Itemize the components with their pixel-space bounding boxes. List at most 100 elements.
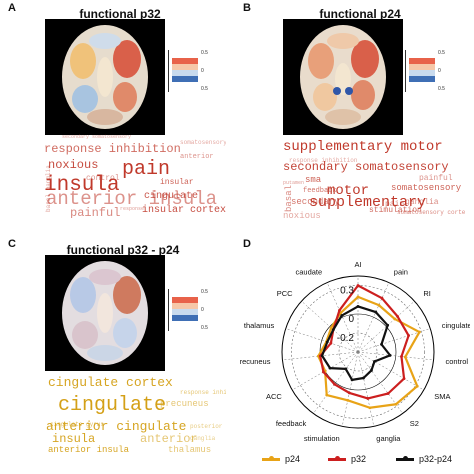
brain-b-svg: [300, 25, 386, 129]
radar-point-p32-p24-3: [380, 342, 383, 346]
cbar-c-bot: 0.5: [201, 325, 208, 331]
radar-point-p24-2: [393, 317, 397, 321]
legend-item-p24: p24: [262, 454, 300, 464]
panel-letter-d: D: [243, 238, 251, 250]
radar-point-p32-p24-1: [374, 310, 378, 314]
word-b-10: pain: [385, 200, 404, 209]
word-b-15: response inhibition: [289, 157, 358, 164]
radar-axis-label-12: thalamus: [244, 321, 275, 330]
word-c-4: cingulate gyrus: [50, 421, 104, 428]
colorbar-b: 0.5 0 0.5: [405, 44, 449, 109]
radar-point-p32-1: [380, 296, 384, 300]
radar-point-p32-9: [333, 382, 336, 386]
radar-series-p32-p24: [320, 305, 392, 381]
radar-point-p32-p24-6: [370, 369, 373, 372]
radar-axis-label-8: stimulation: [304, 434, 340, 443]
legend-item-p32: p32: [328, 454, 366, 464]
radar-axis-label-14: caudate: [296, 268, 323, 277]
brain-c-occipital: [87, 345, 123, 361]
word-a-10: painful: [70, 206, 120, 218]
word-b-4: motor: [327, 183, 369, 199]
word-a-7: cingulate: [144, 190, 198, 202]
radar-spoke-3: [357, 328, 431, 353]
brain-b-region-2: [351, 40, 379, 78]
radar-point-p32-0: [356, 284, 360, 287]
word-c-11: ganglia: [190, 435, 216, 442]
cbar-b-mid: 0: [438, 68, 441, 74]
brain-c-midline: [97, 293, 113, 333]
word-b-2: painful: [419, 174, 453, 183]
radar-point-p32-14: [338, 308, 341, 312]
word-c-0: cingulate cortex: [48, 375, 173, 390]
radar-axis-label-7: ganglia: [376, 434, 401, 443]
brain-c-region-4: [113, 318, 137, 348]
word-c-9: thalamus: [168, 445, 211, 455]
radar-spoke-5: [357, 351, 424, 391]
radar-point-p32-p24-2: [386, 323, 390, 327]
radar-point-p24-3: [418, 330, 421, 334]
word-a-6: control: [86, 174, 120, 183]
brain-a-frontal: [89, 33, 121, 49]
radar-axis-label-2: RI: [423, 289, 431, 298]
radar-point-p32-10: [322, 370, 325, 374]
word-a-4: insular: [160, 178, 194, 187]
word-a-11: insular cortex: [142, 204, 226, 216]
radar-point-p32-p24-14: [340, 314, 344, 317]
brain-a-region-3: [72, 85, 98, 113]
radar-point-p32-5: [402, 377, 406, 380]
radar-spoke-6: [357, 351, 403, 414]
panel-title-b: functional p24: [319, 7, 401, 21]
radar-point-p32-6: [386, 392, 390, 395]
word-c-1: response inhibition: [180, 389, 226, 396]
word-c-3: cingulate: [58, 394, 166, 417]
word-b-9: secondary: [291, 197, 340, 207]
word-a-12: somatosensory: [180, 139, 226, 146]
brain-b-region-4: [351, 80, 375, 110]
panel-letter-b: B: [243, 2, 251, 14]
legend-swatch-p32-p24: [396, 456, 414, 461]
radar-spoke-12: [285, 328, 359, 353]
brain-a-midline: [97, 57, 113, 97]
cbar-c-mid: 0: [201, 307, 204, 313]
word-a-8: basal ganglia: [45, 165, 52, 212]
radar-point-p32-p24-8: [350, 378, 354, 382]
word-a-5: insula: [44, 174, 120, 197]
radar-point-p32-2: [396, 315, 399, 318]
radar-tick-label-1: 0: [348, 314, 354, 325]
radar-point-p32-p24-13: [331, 328, 335, 332]
radar-point-p24-5: [415, 384, 419, 388]
colorbar-a: 0.5 0 0.5: [168, 44, 212, 109]
cbar-b-bot: 0.5: [438, 86, 445, 92]
radar-tick-label-0: 0.3: [340, 286, 354, 297]
radar-point-p32-8: [347, 391, 351, 395]
radar-axis-label-6: S2: [410, 419, 419, 428]
radar-series-p32: [319, 284, 410, 400]
legend-label-p32: p32: [351, 454, 367, 464]
radar-axis-label-9: feedback: [276, 419, 307, 428]
word-a-13: response: [120, 206, 144, 212]
legend-swatch-p24: [262, 456, 280, 461]
brain-image-b: [283, 19, 403, 135]
word-b-5: somatosensory: [391, 183, 462, 193]
word-a-14: anterior: [180, 153, 214, 161]
brain-c-region-2: [113, 276, 141, 314]
radar-point-p32-p24-0: [356, 305, 360, 308]
panel-title-a: functional p32: [79, 7, 161, 21]
radar-axis-label-13: PCC: [277, 289, 293, 298]
word-a-9: anterior insula: [46, 188, 217, 210]
radar-axis-label-0: AI: [354, 260, 361, 269]
word-b-11: ganglia: [405, 198, 439, 207]
radar-grid-ring-2: [338, 332, 378, 372]
brain-a-region-4: [113, 82, 137, 112]
radar-axis-label-11: precuneus: [240, 357, 271, 366]
radar-point-p24-0: [356, 295, 360, 299]
radar-chart: AIpainRIcingulatecontrolSMAS2gangliastim…: [240, 260, 470, 443]
word-c-6: insula: [52, 432, 95, 446]
cbar-b-top: 0.5: [438, 50, 445, 56]
radar-spoke-4: [357, 351, 434, 361]
radar-spoke-7: [357, 351, 375, 427]
word-c-7: anterior: [140, 432, 198, 446]
